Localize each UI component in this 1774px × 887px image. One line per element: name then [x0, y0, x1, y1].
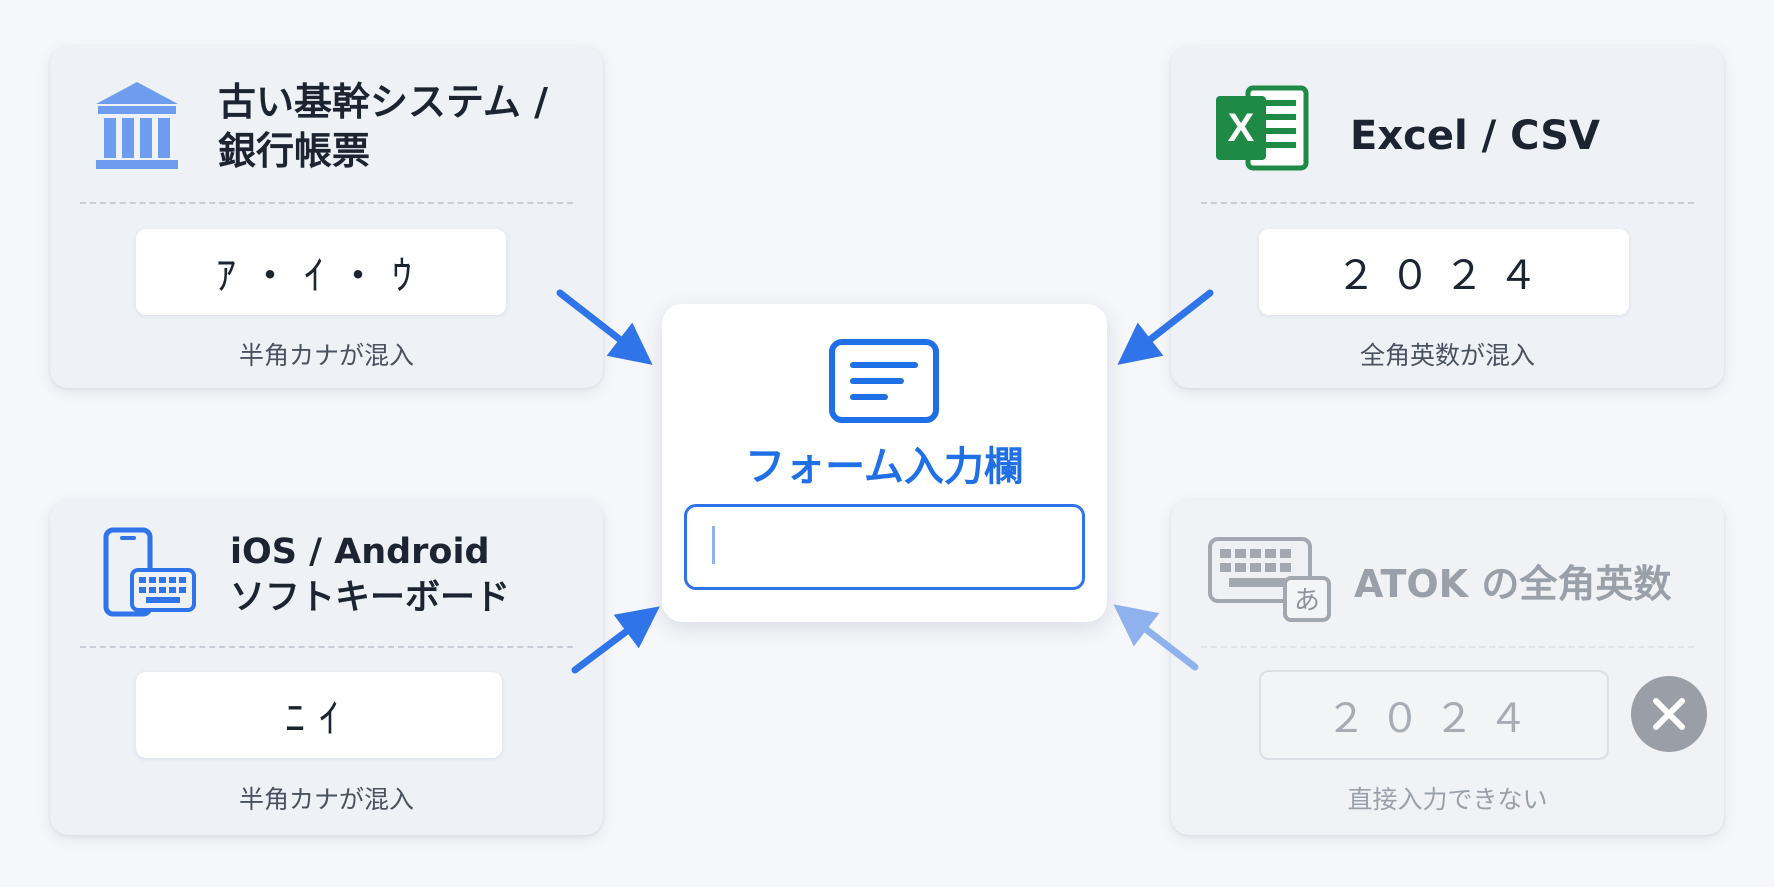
form-input-field[interactable]: [684, 504, 1085, 590]
title-line-2: 銀行帳票: [218, 129, 371, 174]
card-atok: あ ATOK の全角英数 ２０２４ 直接入力できない: [1171, 500, 1724, 835]
title-line-1: 古い基幹システム /: [218, 80, 548, 124]
arrow-mobile-to-form: [571, 606, 660, 674]
arrow-legacy-to-form: [556, 289, 653, 365]
value-box: ２０２４: [1259, 670, 1609, 760]
divider: [1201, 646, 1694, 648]
excel-icon: X: [1214, 84, 1310, 176]
value-box: ﾆｲ: [136, 672, 502, 758]
arrow-excel-to-form: [1117, 289, 1214, 365]
value-box: ｱ・ｲ・ｳ: [136, 229, 506, 315]
excel-letter: X: [1228, 106, 1255, 150]
card-caption: 半角カナが混入: [238, 785, 414, 814]
value-box: ２０２４: [1259, 229, 1629, 315]
divider: [80, 646, 573, 648]
smartphone-keyboard-icon: [102, 526, 198, 626]
card-title: 古い基幹システム / 銀行帳票: [218, 78, 548, 177]
form-title: フォーム入力欄: [745, 444, 1024, 490]
card-caption: 全角英数が混入: [1359, 341, 1535, 370]
card-caption: 直接入力できない: [1347, 785, 1548, 814]
card-mobile-keyboard: iOS / Android ソフトキーボード ﾆｲ 半角カナが混入: [50, 500, 603, 835]
title-line-2: ソフトキーボード: [230, 577, 511, 618]
divider: [80, 202, 573, 204]
form-icon: [828, 338, 940, 428]
text-caret: [712, 526, 715, 564]
ime-letter: あ: [1294, 586, 1320, 616]
keyboard-ime-icon: あ: [1207, 536, 1333, 628]
card-caption: 半角カナが混入: [238, 341, 414, 370]
card-title: iOS / Android ソフトキーボード: [230, 530, 510, 621]
card-excel-csv: X Excel / CSV ２０２４ 全角英数が混入: [1171, 46, 1724, 388]
bank-icon: [92, 80, 182, 176]
arrow-atok-to-form: [1113, 604, 1199, 671]
title-line-1: iOS / Android: [230, 532, 490, 572]
card-title: Excel / CSV: [1350, 113, 1600, 159]
divider: [1201, 202, 1694, 204]
card-title: ATOK の全角英数: [1354, 562, 1672, 606]
close-icon: [1631, 676, 1707, 752]
card-legacy-system: 古い基幹システム / 銀行帳票 ｱ・ｲ・ｳ 半角カナが混入: [50, 46, 603, 388]
form-input-card: フォーム入力欄: [662, 304, 1107, 622]
